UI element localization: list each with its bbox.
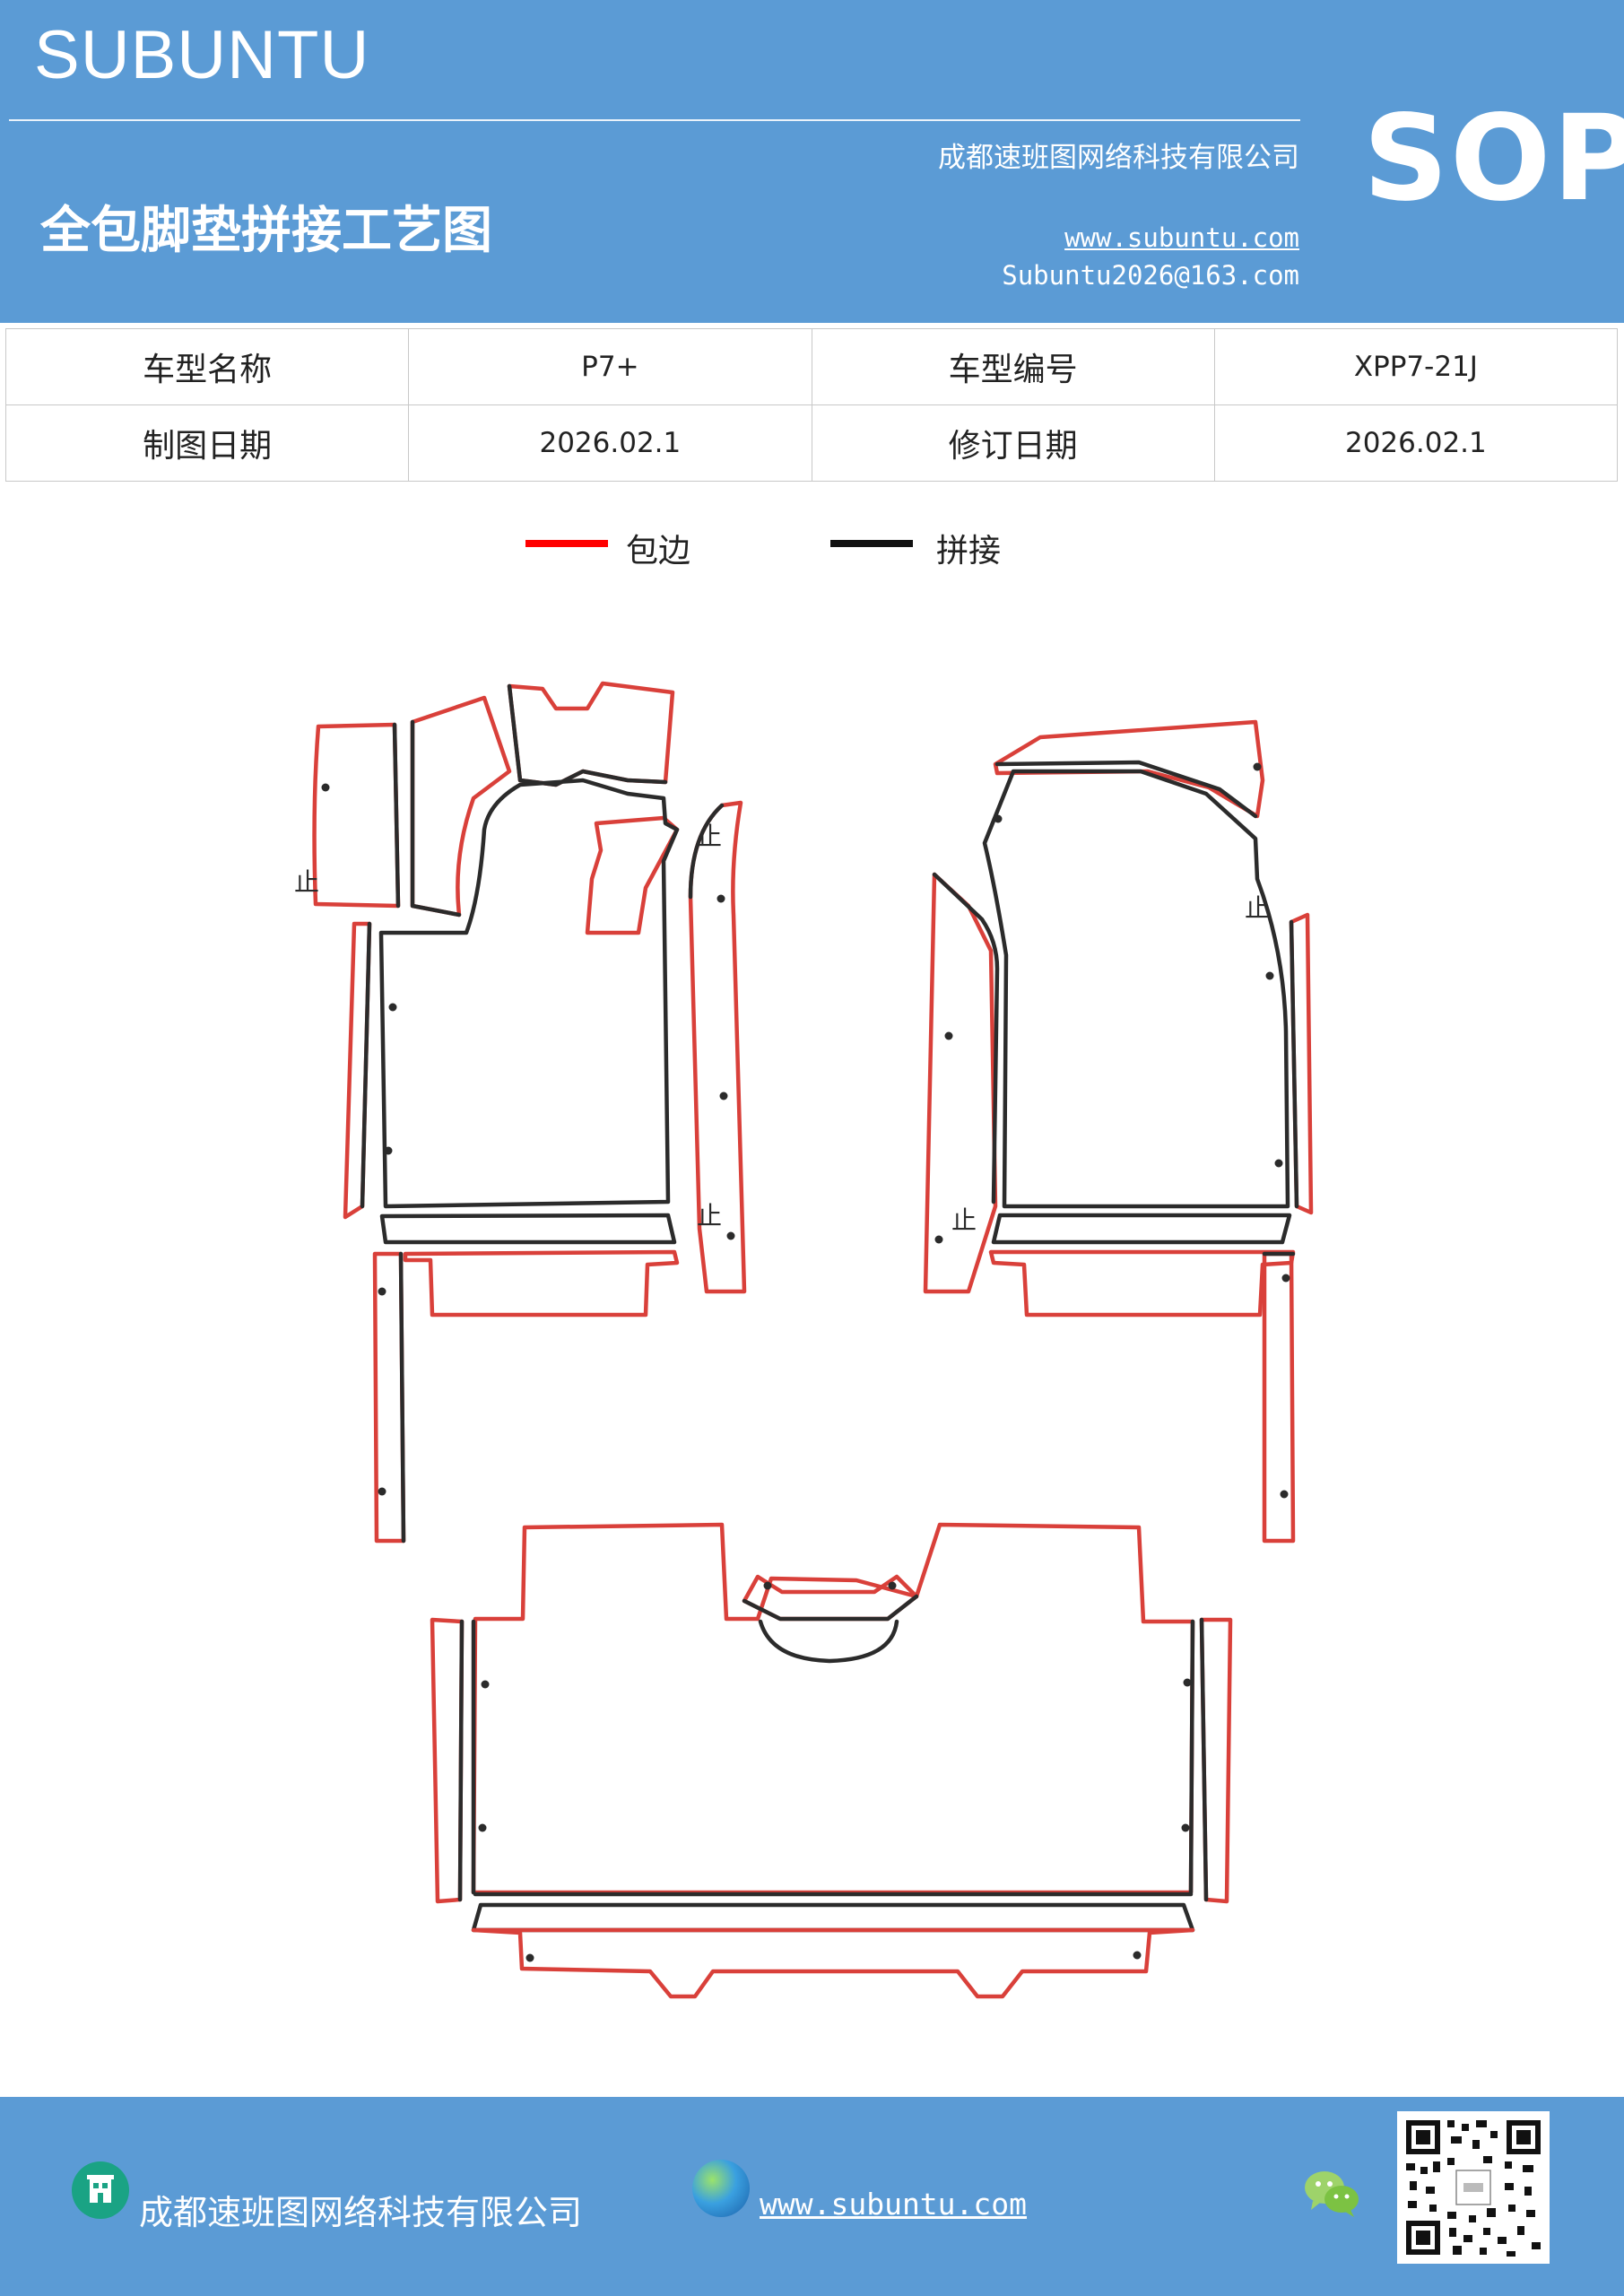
header-banner: SUBUNTU 成都速班图网络科技有限公司 全包脚垫拼接工艺图 www.subu… [0, 0, 1624, 323]
stop-marker: 止 [294, 867, 319, 897]
table-row: 车型名称 P7+ 车型编号 XPP7-21J [4, 328, 1619, 405]
model-info-table: 车型名称 P7+ 车型编号 XPP7-21J 制图日期 2026.02.1 修订… [4, 328, 1619, 482]
hole-dot [525, 1953, 534, 1962]
hole-dot [1133, 1951, 1142, 1960]
stop-marker: 止 [697, 1201, 722, 1231]
fr-outer-strip-seam [1289, 919, 1299, 1209]
hole-dot [378, 1487, 386, 1496]
fr-bottom-bar [991, 1213, 1292, 1245]
qr-code [1397, 2111, 1550, 2264]
hole-dot [1280, 1490, 1289, 1499]
fl-outer-strip-seam [360, 921, 372, 1209]
fr-heel-pad [988, 1249, 1296, 1318]
legend-edge-label: 包边 [626, 533, 691, 570]
legend-join-label: 拼接 [936, 533, 1002, 570]
mounting-holes [321, 762, 1290, 1962]
fl-upper-strip-seam [410, 719, 462, 918]
hole-dot [719, 1091, 728, 1100]
hole-dot [1253, 762, 1262, 771]
floor-mat-diagram: 止 止 止 止 止 [294, 681, 1314, 1999]
rear-left-strip [430, 1617, 465, 1904]
fr-main-mat [982, 769, 1290, 1209]
fl-bottom-bar [379, 1213, 677, 1245]
company-name: 成都速班图网络科技有限公司 [938, 142, 1299, 174]
hole-dot [934, 1235, 943, 1244]
document-title: 全包脚垫拼接工艺图 [40, 201, 492, 260]
hole-dot [763, 1581, 772, 1590]
model-name-value: P7+ [408, 328, 812, 405]
fl-top-pad [507, 681, 675, 787]
hole-dot [481, 1680, 490, 1689]
footer-website-link[interactable]: www.subuntu.com [760, 2187, 1028, 2222]
hole-dot [994, 814, 1003, 823]
globe-icon [692, 2160, 750, 2217]
hole-dot [1181, 1823, 1190, 1832]
building-icon [72, 2161, 129, 2219]
draw-date-value: 2026.02.1 [408, 404, 812, 482]
hole-dot [388, 1003, 397, 1012]
stop-marker: 止 [951, 1205, 977, 1235]
hole-dot [1265, 971, 1274, 980]
legend-join-swatch [830, 540, 913, 547]
hole-dot [1183, 1678, 1192, 1687]
header-divider [9, 119, 1300, 121]
hole-dot [321, 783, 330, 792]
rear-tunnel-cover-seam [742, 1594, 919, 1664]
wechat-icon[interactable] [1302, 2167, 1361, 2219]
hole-dot [726, 1231, 735, 1240]
legend-edge-swatch [525, 540, 608, 547]
rear-mats [430, 1522, 1233, 1999]
fr-top-pad-seam [994, 760, 1258, 819]
fr-foot-strip [1262, 1251, 1296, 1544]
table-row: 制图日期 2026.02.1 修订日期 2026.02.1 [4, 404, 1619, 482]
model-code-label: 车型编号 [811, 328, 1215, 405]
rear-main-seam-right [1188, 1619, 1195, 1895]
stop-marker: 止 [697, 822, 722, 851]
fl-foot-strip-seam [398, 1251, 406, 1544]
fl-top-pad-seam [507, 683, 668, 787]
front-right-mats [923, 719, 1314, 1544]
hole-dot [478, 1823, 487, 1832]
fl-main-mat [378, 778, 680, 1209]
draw-date-label: 制图日期 [4, 404, 410, 482]
hole-dot [716, 894, 725, 903]
rear-right-strip-seam [1199, 1617, 1209, 1902]
rear-main-mat [471, 1522, 1195, 1895]
rear-bottom-pad [471, 1927, 1195, 1999]
revise-date-value: 2026.02.1 [1213, 404, 1619, 482]
rear-bottom-bar [471, 1902, 1195, 1933]
sop-badge: SOP [1363, 90, 1624, 228]
legend: 包边 拼接 [0, 525, 1624, 570]
hole-dot [1281, 1274, 1290, 1283]
stop-markers: 止 止 止 止 止 [294, 822, 1270, 1235]
fl-heel-pad [403, 1249, 680, 1318]
hole-dot [944, 1031, 953, 1040]
front-left-mats [312, 681, 747, 1544]
hole-dot [384, 1146, 393, 1155]
fr-inner-strip-seam [932, 872, 1000, 1205]
rear-left-strip-seam [457, 1619, 465, 1902]
fl-side-pad [312, 722, 401, 909]
fl-console-seam [688, 803, 725, 900]
revise-date-label: 修订日期 [811, 404, 1215, 482]
footer-banner: 成都速班图网络科技有限公司 www.subuntu.com [0, 2097, 1624, 2296]
stop-marker: 止 [1245, 893, 1270, 923]
fl-side-pad-seam [392, 722, 401, 909]
hole-dot [378, 1287, 386, 1296]
website-link[interactable]: www.subuntu.com [1064, 222, 1299, 253]
brand-name: SUBUNTU [34, 17, 370, 93]
model-code-value: XPP7-21J [1213, 328, 1619, 405]
hole-dot [888, 1581, 897, 1590]
fr-top-pad [993, 719, 1265, 819]
model-name-label: 车型名称 [4, 328, 410, 405]
email-address: Subuntu2026@163.com [1002, 260, 1299, 291]
hole-dot [1274, 1159, 1283, 1168]
footer-company-name: 成都速班图网络科技有限公司 [139, 2193, 583, 2232]
